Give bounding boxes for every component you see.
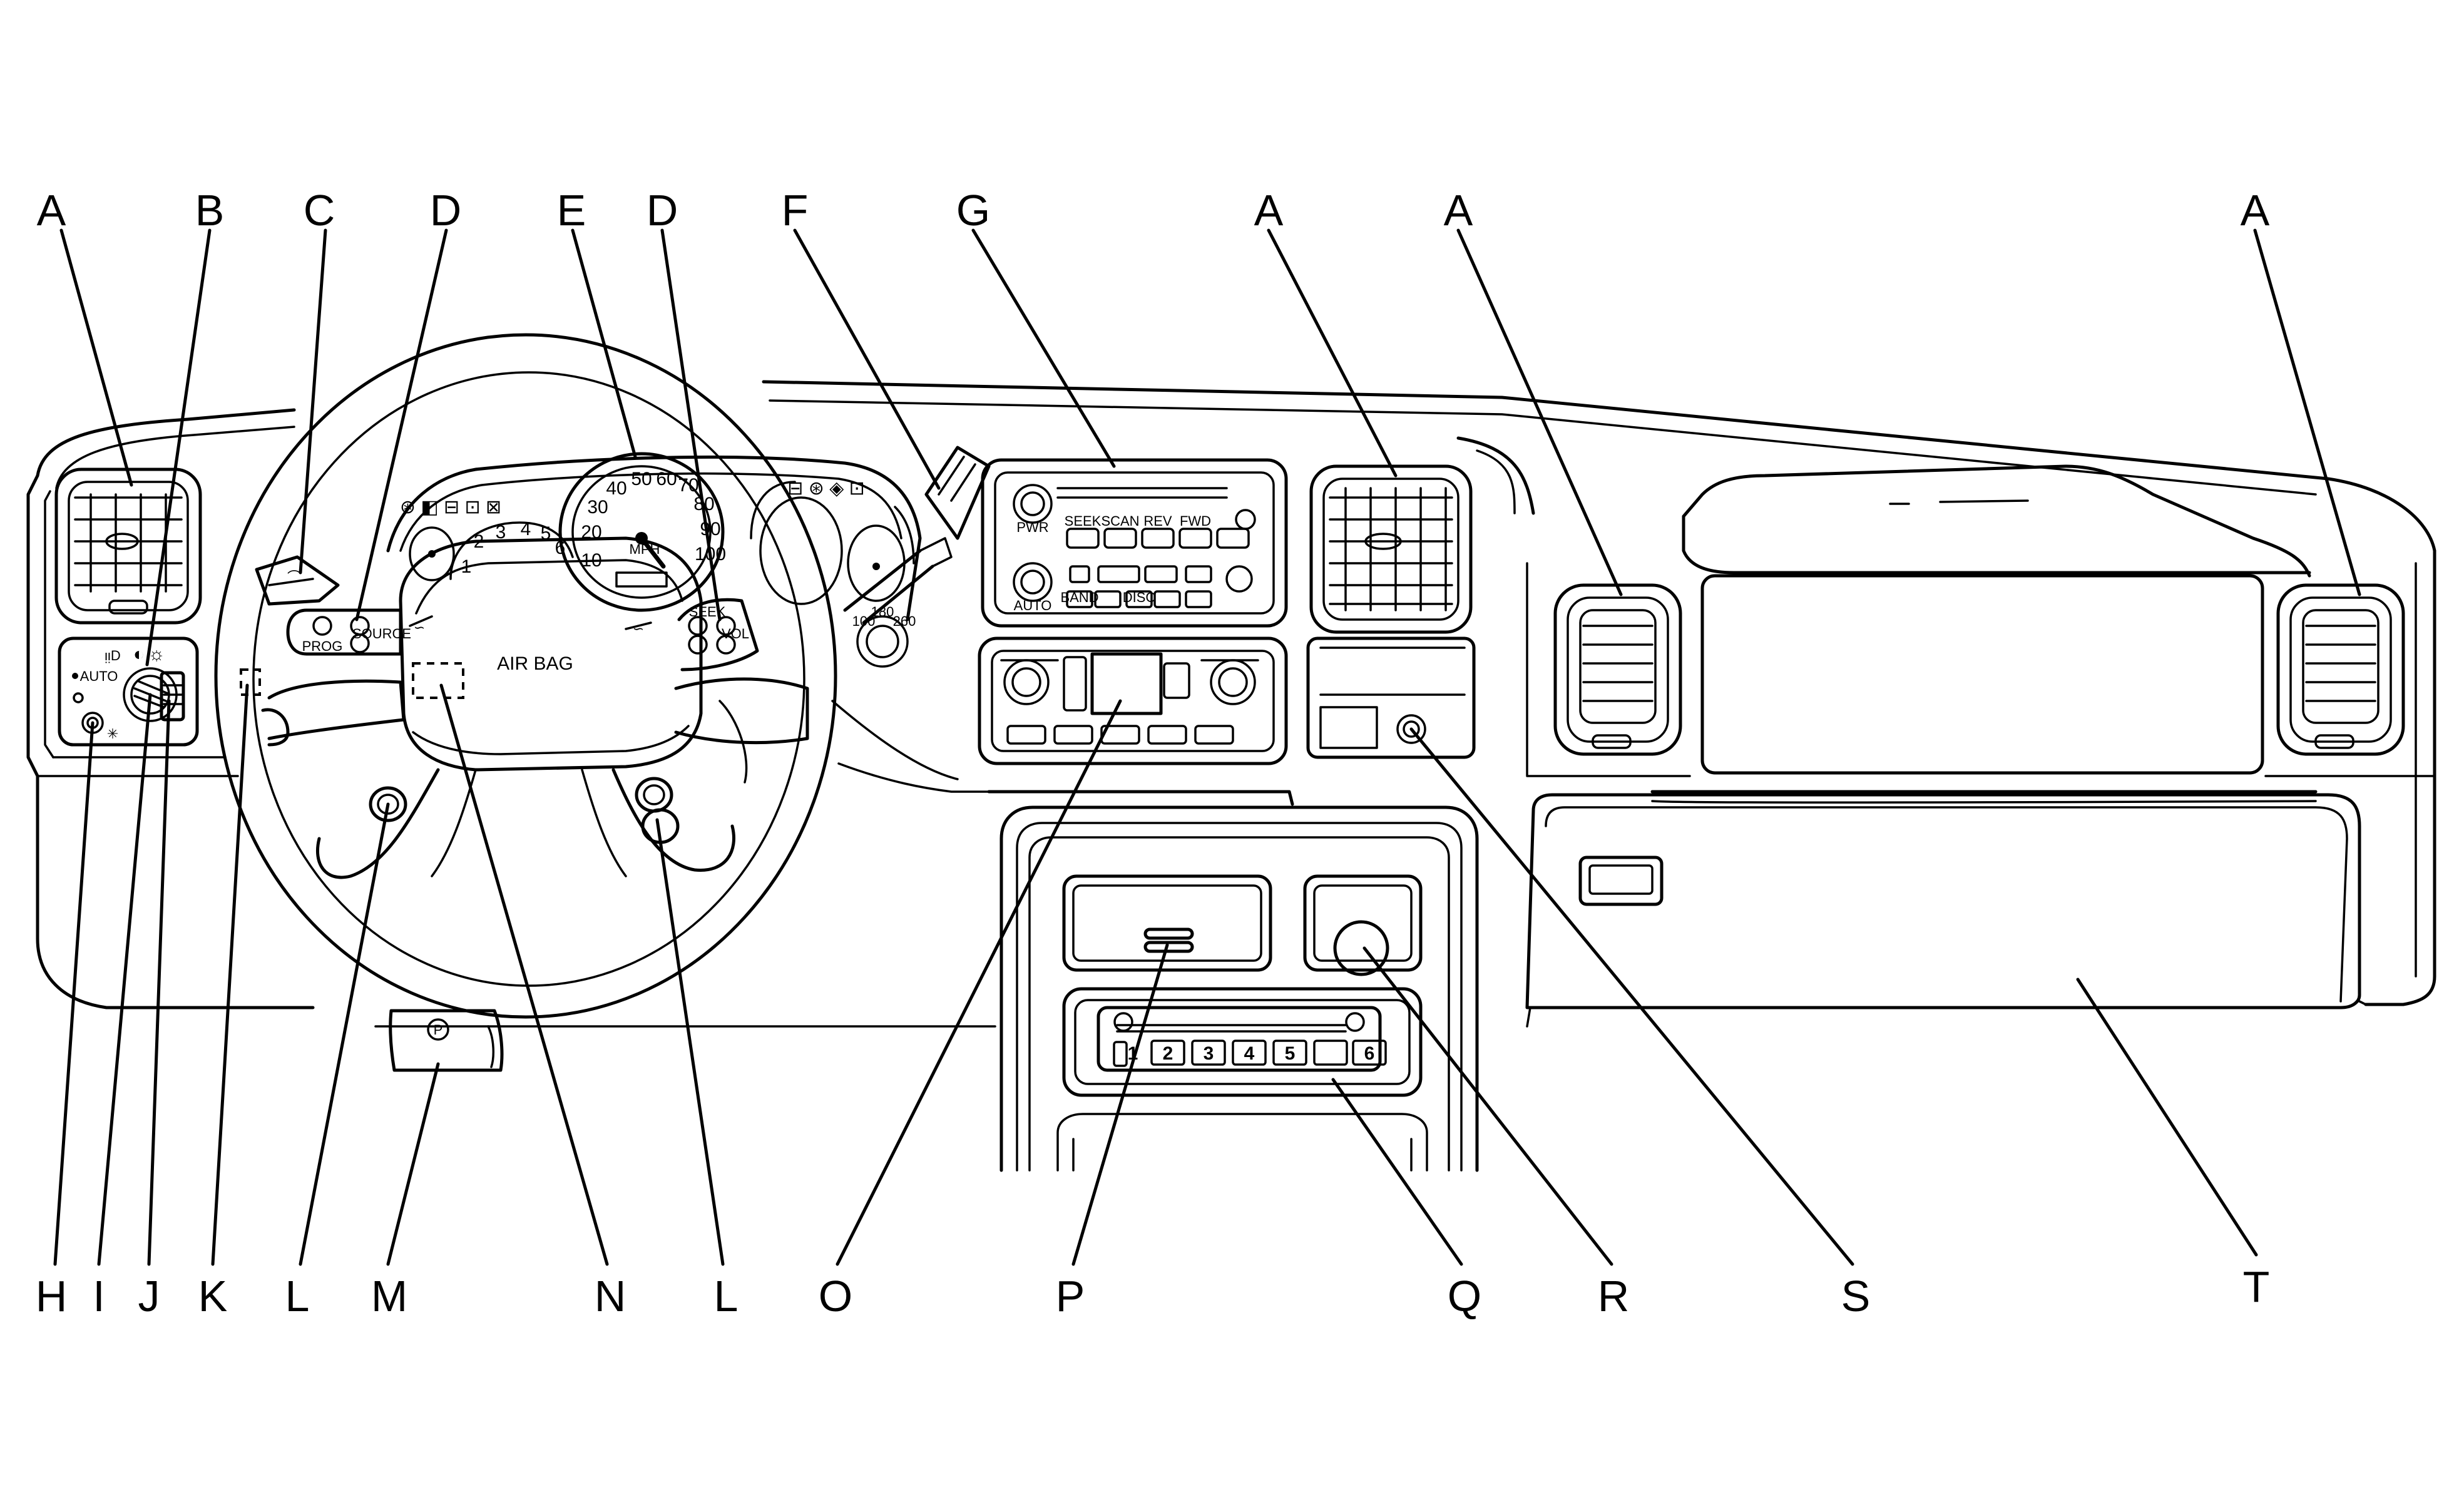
speed-40: 40 — [606, 478, 626, 499]
speed-90: 90 — [700, 519, 720, 539]
callout-q: Q — [1448, 1272, 1481, 1321]
callout-s: S — [1841, 1272, 1871, 1321]
callout-a-passenger-outer-vent: A — [2241, 186, 2270, 235]
temp-260: 260 — [893, 613, 916, 629]
telltale-icons-right: ⊟ ⊛ ◈ ⊡ — [787, 478, 865, 499]
speed-60: 60 — [656, 469, 677, 489]
tach-num-3: 3 — [496, 522, 506, 543]
speed-70: 70 — [678, 475, 698, 496]
shift-lever — [843, 446, 991, 625]
callout-f: F — [782, 186, 809, 235]
speed-50: 50 — [631, 469, 652, 489]
wiper-symbol: ⌒ — [287, 570, 301, 585]
callout-labels: A B C D E D F G A A A H I J K L M N L O … — [36, 186, 2270, 1321]
steering-wheel: AIR BAG ∽ ∽ PROG SOURCE SEEK VOL — [214, 333, 837, 1019]
callout-p: P — [1056, 1272, 1085, 1321]
passenger-outer-vent — [2276, 583, 2405, 756]
preset-3: 3 — [1204, 1043, 1214, 1064]
radio-fwd-label: FWD — [1180, 513, 1211, 529]
callout-a-passenger-inner-vent: A — [1444, 186, 1473, 235]
headlamp-auto-label: AUTO — [80, 668, 118, 684]
prog-button-label: PROG — [302, 638, 343, 654]
callout-a-left-vent: A — [37, 186, 66, 235]
callout-o: O — [819, 1272, 852, 1321]
callout-d-left: D — [430, 186, 462, 235]
callout-r: R — [1598, 1272, 1630, 1321]
radio-scan-label: SCAN — [1101, 513, 1139, 529]
radio-band-label: BAND — [1060, 590, 1098, 605]
left-air-vent — [54, 467, 202, 625]
passenger-dash-panel — [1526, 562, 2436, 777]
radio-seek-label: SEEK — [1065, 513, 1102, 529]
horn-symbol-left: ∽ — [414, 620, 425, 635]
callout-l-right: L — [714, 1272, 739, 1321]
callout-d-right: D — [647, 186, 678, 235]
center-console: 1 2 3 4 5 6 — [999, 805, 1479, 1172]
leader-lines — [53, 228, 2361, 1266]
vol-button-label: VOL — [722, 626, 749, 641]
callout-a-center-vent: A — [1254, 186, 1284, 235]
parking-brake-release: P — [389, 1009, 504, 1072]
telltale-icons-left: ⊛ ◧ ⊟ ⊡ ⊠ — [400, 497, 501, 518]
callout-m: M — [371, 1272, 407, 1321]
preset-2: 2 — [1163, 1043, 1173, 1064]
dashboard-outline — [26, 380, 2436, 1028]
radio-pwr-label: PWR — [1016, 519, 1048, 535]
callout-t: T — [2243, 1262, 2270, 1311]
source-button-label: SOURCE — [352, 626, 411, 641]
callout-i: I — [93, 1272, 105, 1321]
horn-symbol-right: ∽ — [633, 621, 644, 636]
speed-10: 10 — [581, 550, 601, 571]
airbag-text: AIR BAG — [497, 653, 573, 674]
glove-box — [1525, 793, 2361, 1028]
headlamp-control-panel: AUTO ᴉᴉD ◐ ☼ ✳ — [58, 636, 199, 747]
speed-20: 20 — [581, 522, 601, 543]
dash-lower-left — [240, 668, 748, 784]
radio-auto-label: AUTO — [1014, 598, 1052, 613]
callout-n: N — [595, 1272, 626, 1321]
tach-num-2: 2 — [474, 531, 484, 552]
tach-num-4: 4 — [521, 519, 531, 539]
center-air-vent — [1309, 464, 1473, 634]
callout-h: H — [36, 1272, 68, 1321]
radio-unit: PWR SEEK SCAN REV FWD AUTO BAND DISC — [981, 458, 1288, 628]
callout-l-left: L — [285, 1272, 310, 1321]
callout-b: B — [195, 186, 225, 235]
tach-num-1: 1 — [461, 556, 472, 577]
turn-signal-lever: ⌒ — [255, 555, 340, 606]
radio-rev-label: REV — [1143, 513, 1172, 529]
radio-disc-label: DISC — [1123, 590, 1156, 605]
preset-5: 5 — [1285, 1043, 1296, 1064]
interior-lamp-symbol: ✳ — [107, 726, 118, 742]
callout-c: C — [304, 186, 335, 235]
instrument-cluster: 1 2 3 4 5 6 10 20 30 40 50 60 70 80 90 1… — [386, 452, 922, 668]
tach-num-5: 5 — [541, 523, 551, 544]
callout-k: K — [198, 1272, 228, 1321]
preset-4: 4 — [1244, 1043, 1255, 1064]
parking-symbol: P — [434, 1022, 443, 1038]
speed-30: 30 — [587, 497, 608, 518]
passenger-inner-vent — [1553, 583, 1682, 756]
climate-control — [978, 636, 1288, 765]
callout-j: J — [138, 1272, 160, 1321]
fog-lamp-symbol: ᴉᴉD — [105, 648, 121, 663]
callout-e: E — [557, 186, 586, 235]
callout-g: G — [956, 186, 990, 235]
center-switch-panel — [1306, 636, 1476, 759]
preset-6: 6 — [1364, 1043, 1375, 1064]
headlamp-symbol: ◐ — [133, 644, 145, 665]
